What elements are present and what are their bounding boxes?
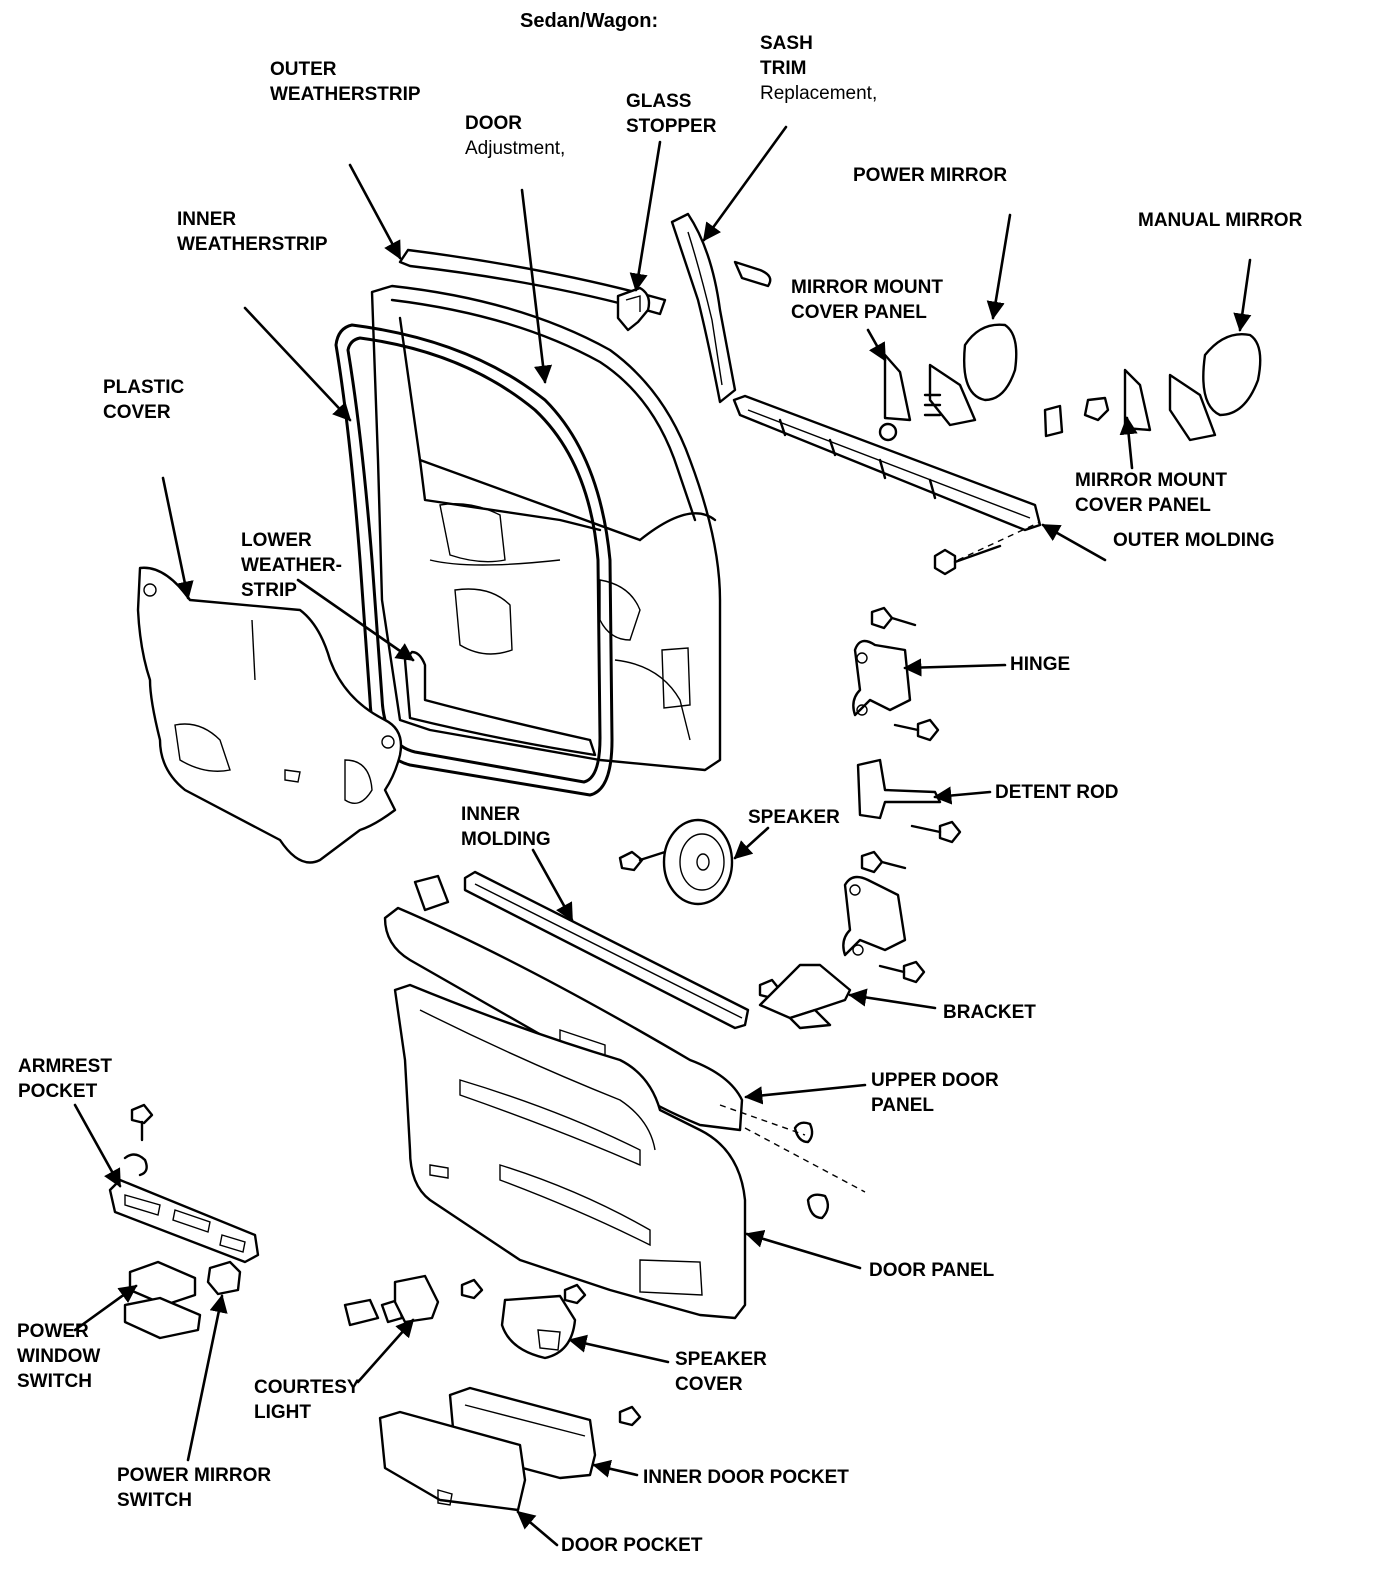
label-hinge: HINGE [1010, 654, 1071, 675]
label-line: POWER [17, 1321, 89, 1342]
label-line: TRIM [760, 58, 807, 79]
diagram-title: Sedan/Wagon: [520, 10, 659, 32]
speaker-cover-part [500, 1294, 577, 1360]
sash-trim-part [670, 212, 772, 404]
label-line: SPEAKER [675, 1349, 767, 1370]
label-inner-weatherstrip: INNER WEATHERSTRIP [177, 207, 328, 257]
label-inner-molding: INNER MOLDING [461, 802, 551, 852]
armrest-pocket-part [108, 1153, 260, 1264]
label-lower-weatherstrip: LOWER WEATHER- STRIP [241, 528, 342, 603]
label-line: STRIP [241, 580, 297, 601]
inner-weatherstrip-part [334, 323, 614, 797]
label-line: UPPER DOOR [871, 1070, 999, 1091]
lower-hinge-part [842, 875, 907, 957]
label-mirror-mount-cover-panel-2: MIRROR MOUNT COVER PANEL [1075, 468, 1227, 518]
label-glass-stopper: GLASS STOPPER [626, 89, 716, 139]
label-courtesy-light: COURTESY LIGHT [254, 1375, 360, 1425]
label-line: GLASS [626, 91, 692, 112]
label-line: COVER PANEL [791, 302, 927, 323]
label-door-pocket: DOOR POCKET [561, 1535, 703, 1556]
label-line: STOPPER [626, 116, 717, 137]
label-mirror-mount-cover-panel-1: MIRROR MOUNT COVER PANEL [791, 275, 943, 325]
label-door: DOOR Adjustment, [465, 111, 565, 161]
label-line: SASH [760, 33, 813, 54]
plastic-cover-part [136, 566, 403, 864]
label-outer-molding: OUTER MOLDING [1113, 530, 1275, 551]
lower-weatherstrip-part [403, 650, 597, 757]
label-line: PANEL [871, 1095, 934, 1116]
label-line: LOWER [241, 530, 312, 551]
label-upper-door-panel: UPPER DOOR PANEL [871, 1068, 999, 1118]
label-armrest-pocket: ARMREST POCKET [18, 1054, 112, 1104]
manual-mirror-part [1043, 333, 1262, 442]
label-line: SWITCH [117, 1490, 192, 1511]
label-plastic-cover: PLASTIC COVER [103, 375, 184, 425]
upper-hinge-part [852, 639, 912, 717]
label-power-mirror-switch: POWER MIRROR SWITCH [117, 1463, 271, 1513]
label-line: COVER [103, 402, 171, 423]
label-line: WINDOW [17, 1346, 101, 1367]
label-inner-door-pocket: INNER DOOR POCKET [643, 1467, 849, 1488]
label-detent-rod: DETENT ROD [995, 782, 1119, 803]
label-line: MIRROR MOUNT [1075, 470, 1227, 491]
glass-stopper-part [616, 286, 651, 332]
label-bracket: BRACKET [943, 1002, 1036, 1023]
label-line: LIGHT [254, 1402, 311, 1423]
label-line: MIRROR MOUNT [791, 277, 943, 298]
label-line: PLASTIC [103, 377, 185, 398]
power-mirror-switch-part [206, 1260, 242, 1296]
label-speaker-cover: SPEAKER COVER [675, 1347, 767, 1397]
label-line: INNER [177, 209, 237, 230]
label-line: COURTESY [254, 1377, 360, 1398]
door-panel-part [393, 983, 747, 1320]
door-shell-part [370, 284, 722, 772]
power-window-switch-part [123, 1260, 202, 1340]
label-line: POWER MIRROR [117, 1465, 272, 1486]
label-line: ARMREST [18, 1056, 112, 1077]
label-sub: Adjustment, [465, 138, 566, 159]
door-pocket-part [378, 1410, 527, 1512]
label-line: MOLDING [461, 829, 551, 850]
label-line: WEATHER- [241, 555, 342, 576]
speaker-part [662, 818, 734, 906]
label-line: SWITCH [17, 1371, 92, 1392]
label-sash-trim: SASH TRIM Replacement, [760, 31, 877, 106]
label-line: INNER [461, 804, 521, 825]
label-sub: Replacement, [760, 83, 878, 104]
label-line: OUTER [270, 59, 337, 80]
label-power-window-switch: POWER WINDOW SWITCH [17, 1319, 100, 1394]
label-line: POCKET [18, 1081, 98, 1102]
detent-rod-part [856, 758, 942, 820]
label-line: WEATHERSTRIP [270, 84, 421, 105]
door-frame-edge [638, 512, 717, 542]
label-line: DOOR [465, 113, 522, 134]
label-speaker: SPEAKER [748, 807, 840, 828]
label-door-panel: DOOR PANEL [869, 1260, 995, 1281]
courtesy-light-part [343, 1274, 440, 1327]
label-power-mirror: POWER MIRROR [853, 165, 1008, 186]
label-line: COVER [675, 1374, 743, 1395]
label-line: WEATHERSTRIP [177, 234, 328, 255]
label-outer-weatherstrip: OUTER WEATHERSTRIP [270, 57, 421, 107]
label-manual-mirror: MANUAL MIRROR [1138, 210, 1303, 231]
power-mirror-part [878, 323, 1018, 442]
bracket-part [758, 963, 852, 1030]
leader-lines [73, 125, 1252, 1547]
outer-molding-part [732, 394, 1042, 532]
panel-clips-part [719, 1104, 866, 1220]
inner-molding-part [413, 870, 750, 1030]
label-line: COVER PANEL [1075, 495, 1211, 516]
